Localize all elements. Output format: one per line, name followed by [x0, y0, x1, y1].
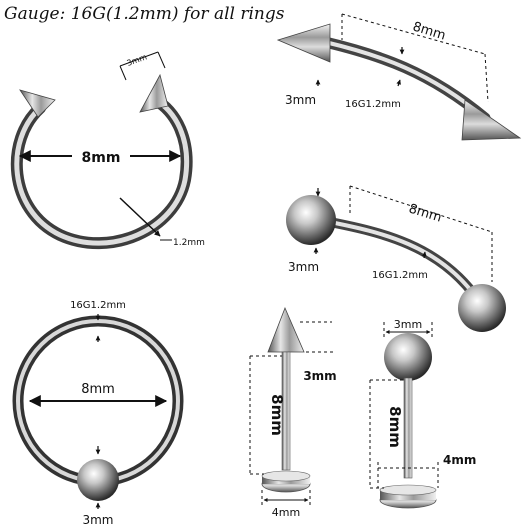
curved-spike-gauge-label: 16G1.2mm	[345, 99, 401, 110]
captive-gauge-label: 16G1.2mm	[70, 300, 126, 311]
spike-right	[139, 73, 169, 113]
captive-diameter-label: 8mm	[81, 382, 115, 397]
labret-spike-disc-label: 4mm	[272, 506, 300, 519]
ball-top	[384, 333, 432, 381]
spike-dimension-line	[119, 51, 159, 67]
curved-ball-ball-label: 3mm	[288, 260, 319, 274]
curved-ball-barbell: 8mm 3mm 16G1.2mm	[286, 185, 506, 332]
horseshoe-gauge-arrow	[119, 197, 161, 237]
spike-left	[276, 23, 331, 63]
labret-spike-length-label: 8mm	[268, 394, 286, 436]
labret-post	[281, 351, 291, 471]
labret-ball-length-label: 8mm	[386, 406, 404, 448]
curved-spike-barbell: 8mm 3mm 16G1.2mm	[276, 13, 522, 141]
labret-spike: 3mm 8mm 4mm	[249, 306, 337, 519]
curved-spike-spike-label: 3mm	[285, 93, 316, 107]
spike-right	[461, 99, 522, 141]
labret-ball-label: 3mm	[394, 318, 422, 331]
curved-spike-length-label: 8mm	[411, 19, 448, 43]
horseshoe-ring: 3mm 8mm 1.2mm	[10, 51, 205, 250]
labret-post	[403, 377, 413, 479]
captive-ball-label: 3mm	[82, 513, 113, 527]
curved-ball-length-label: 8mm	[407, 201, 444, 225]
gauge-title: Gauge: 16G(1.2mm) for all rings	[4, 4, 285, 24]
horseshoe-spike-label: 3mm	[126, 52, 149, 68]
horseshoe-diameter-label: 8mm	[82, 150, 121, 166]
spike-top	[267, 306, 305, 353]
captive-ball	[77, 459, 119, 501]
horseshoe-gauge-label: 1.2mm	[173, 238, 205, 248]
captive-bead-ring: 16G1.2mm 8mm 3mm	[12, 300, 184, 527]
labret-spike-label: 3mm	[303, 369, 336, 383]
spike-left	[19, 89, 56, 118]
curved-ball-gauge-label: 16G1.2mm	[372, 270, 428, 281]
ball-left	[286, 195, 336, 245]
labret-ball-disc-label: 4mm	[443, 453, 476, 467]
labret-ball: 3mm 8mm 4mm	[369, 318, 476, 509]
ball-right	[458, 284, 506, 332]
